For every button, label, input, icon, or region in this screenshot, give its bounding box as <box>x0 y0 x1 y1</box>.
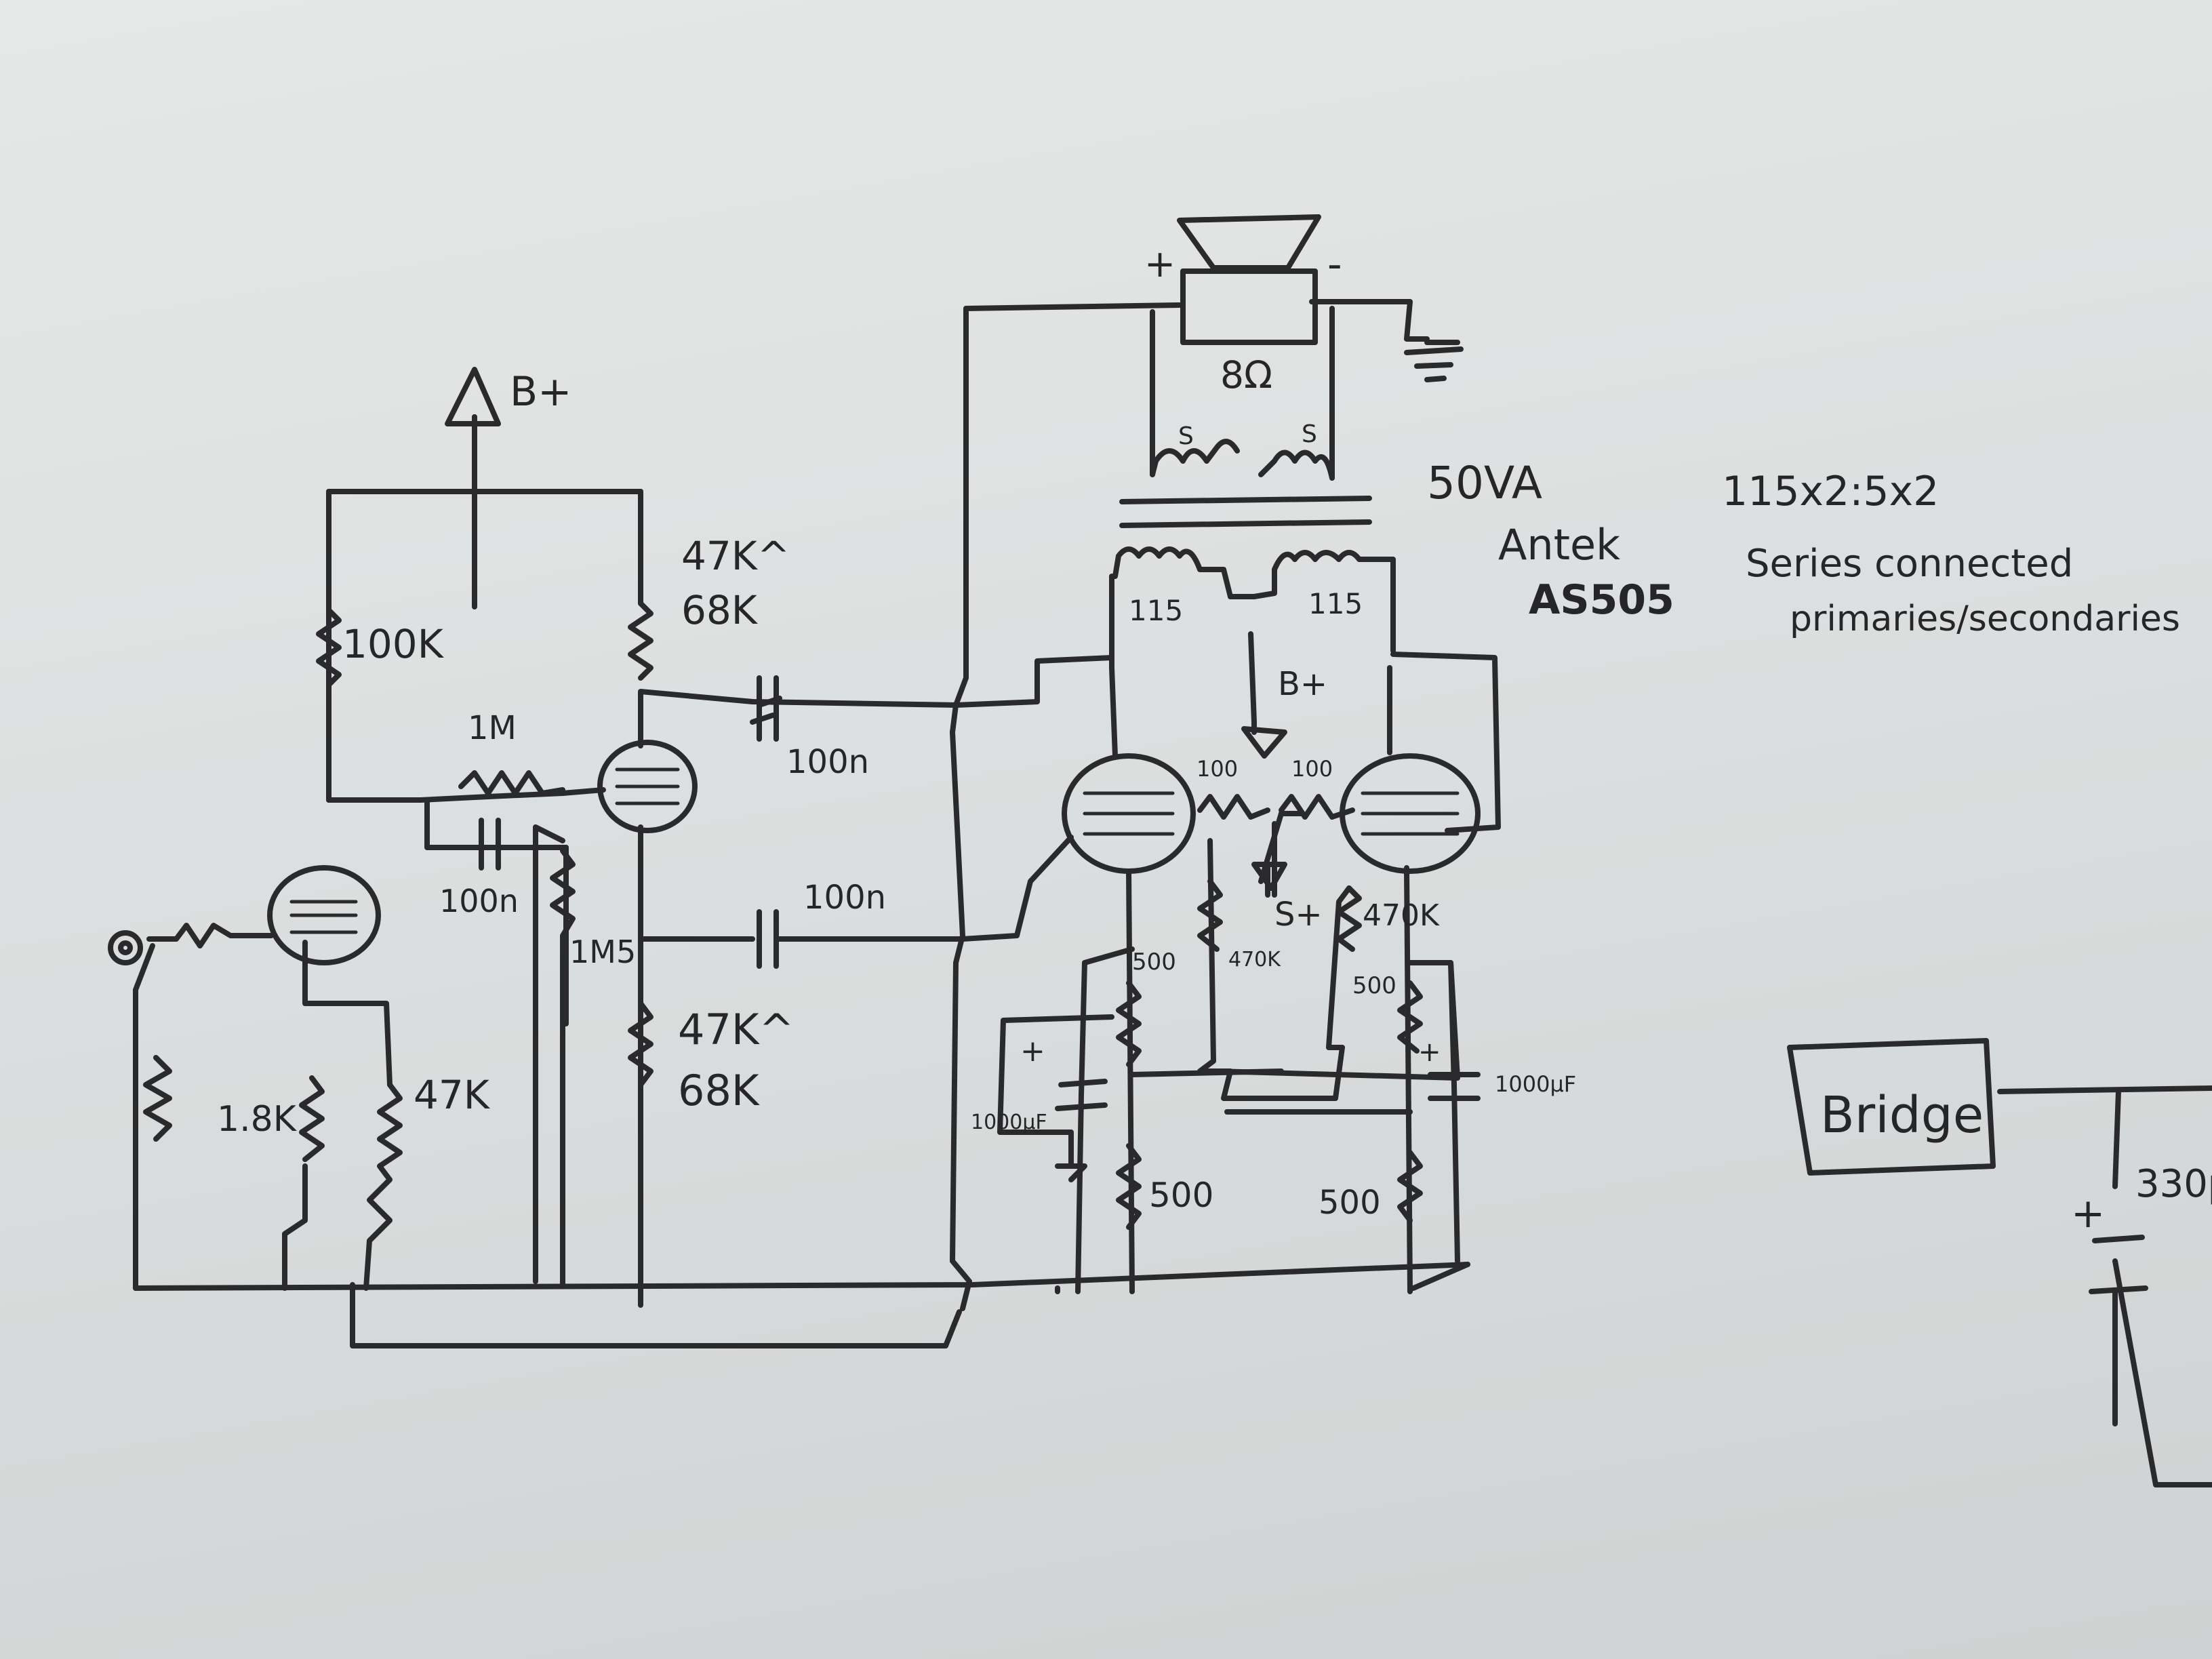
label-r-1m: 1M <box>468 709 517 747</box>
capacitor-330u-psu <box>2089 1235 2148 1426</box>
resistor-1m5 <box>550 848 576 1287</box>
capacitor-1000uf-right <box>1428 1072 1481 1101</box>
label-r-1m5: 1M5 <box>569 934 636 970</box>
label-r-500-c: 500 <box>1352 972 1396 999</box>
resistor-500-a <box>1116 980 1142 1067</box>
label-bridge: Bridge <box>1820 1086 1984 1144</box>
resistor-1k8-cathode <box>299 1075 325 1162</box>
resistor-100-right <box>1279 794 1355 820</box>
s-plus-arrow <box>1251 862 1287 898</box>
capacitor-100n-coupling-top <box>757 675 779 742</box>
capacitor-100n-coupling-bottom <box>757 909 779 969</box>
resistor-500-d <box>1397 1150 1423 1223</box>
label-c-1000uf-right: 1000µF <box>1495 1071 1576 1097</box>
label-speaker-plus: + <box>1144 242 1175 285</box>
resistor-500-c <box>1397 980 1423 1054</box>
resistor-100k <box>316 607 342 687</box>
label-r-100k: 100K <box>342 621 445 667</box>
label-r-47k: 47K <box>414 1072 491 1118</box>
label-r-100-right: 100 <box>1291 756 1333 782</box>
label-c-330: 330µ <box>2135 1162 2212 1206</box>
label-b-plus-ct: B+ <box>1278 665 1327 703</box>
input-resistor <box>146 923 274 948</box>
resistor-470k-left <box>1197 879 1223 952</box>
label-r-47k-68k-top-a: 47K^ <box>681 533 790 579</box>
tube-input-triode <box>267 865 381 965</box>
label-b-plus-top: B+ <box>510 368 571 416</box>
label-r-47k-68k-bot-a: 47K^ <box>678 1005 795 1054</box>
label-primary-115-left: 115 <box>1129 594 1183 627</box>
resistor-500-b <box>1116 1143 1142 1230</box>
note-primaries-secondaries: primaries/secondaries <box>1790 599 2180 639</box>
resistor-1k8 <box>143 1055 172 1142</box>
resistor-100-left <box>1197 794 1270 820</box>
tube-output-left <box>1062 753 1196 874</box>
note-va-rating: 50VA <box>1427 457 1542 509</box>
input-jack <box>108 930 143 965</box>
label-c-100n-b: 100n <box>439 883 519 919</box>
label-cap-plus-right: + <box>1418 1037 1441 1068</box>
label-secondary-s-right: S <box>1302 420 1317 448</box>
note-model: AS505 <box>1529 576 1674 624</box>
label-r-470k-left: 470K <box>1228 948 1281 972</box>
output-transformer <box>1109 439 1396 671</box>
ground-icon <box>1404 340 1464 382</box>
note-brand: Antek <box>1498 520 1620 569</box>
label-cap-plus-psu: + <box>2071 1190 2105 1237</box>
label-r-500-a: 500 <box>1132 948 1176 976</box>
label-r-1k8: 1.8K <box>217 1099 298 1140</box>
b-plus-ct-arrow <box>1241 719 1287 759</box>
label-r-500-d: 500 <box>1319 1184 1381 1222</box>
label-speaker-minus: - <box>1327 241 1342 288</box>
note-series-connected: Series connected <box>1746 542 2073 586</box>
b-plus-supply-arrow <box>445 367 501 426</box>
label-s-plus: S+ <box>1274 896 1323 934</box>
label-c-100n-a: 100n <box>786 743 869 781</box>
bridge-rectifier-box <box>1787 1038 1996 1176</box>
resistor-47k-grid <box>363 1082 403 1291</box>
speaker-icon <box>1177 214 1321 345</box>
tube-phase-splitter <box>597 740 698 833</box>
label-c-1000uf-left: 1000µF <box>971 1111 1047 1134</box>
resistor-1m-feedback <box>458 770 565 796</box>
label-c-100n-c: 100n <box>803 879 886 917</box>
capacitor-1000uf-left <box>1055 1079 1108 1111</box>
label-r-100-left: 100 <box>1197 756 1238 782</box>
tube-output-right <box>1340 753 1481 874</box>
resistor-470k-right <box>1336 885 1362 952</box>
resistor-47k-68k-cathode <box>628 1001 653 1087</box>
label-r-500-b: 500 <box>1149 1176 1213 1215</box>
label-r-47k-68k-bot-b: 68K <box>678 1066 760 1115</box>
resistor-47k-68k-plate <box>628 601 653 681</box>
label-r-470k-right: 470K <box>1363 898 1440 933</box>
label-secondary-s-left: S <box>1178 422 1194 450</box>
capacitor-100n-feedback <box>431 818 569 871</box>
note-windings: 115x2:5x2 <box>1722 468 1939 515</box>
label-speaker-ohms: 8Ω <box>1220 353 1272 397</box>
label-cap-plus-left: + <box>1020 1034 1045 1068</box>
label-r-47k-68k-top-b: 68K <box>681 587 759 633</box>
label-primary-115-right: 115 <box>1308 587 1363 620</box>
